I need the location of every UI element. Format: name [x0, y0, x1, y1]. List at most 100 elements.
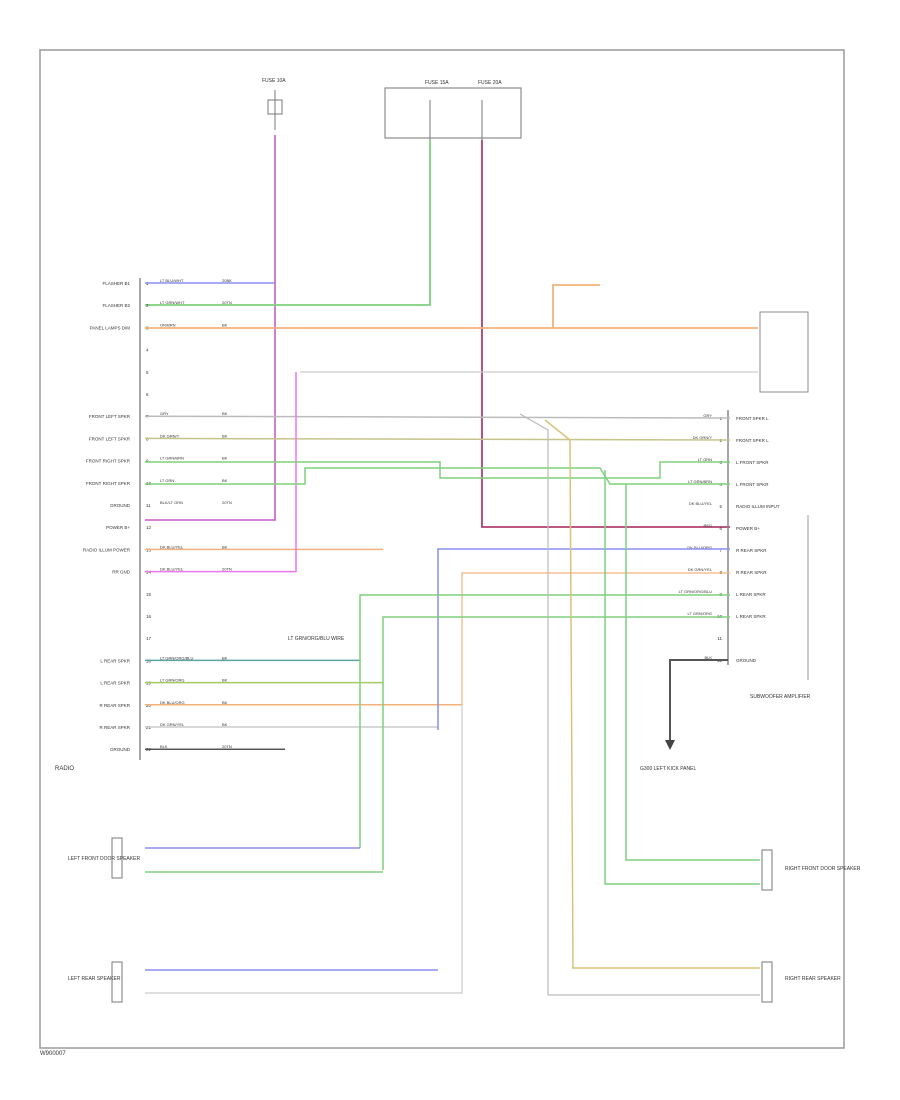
right-front-spkr-label: RIGHT FRONT DOOR SPEAKER — [785, 866, 861, 872]
amp-pin-label: FRONT SPKR L — [736, 438, 769, 443]
ground-arrow — [665, 740, 675, 750]
amp-pin-wire: LT GRN/BRN — [688, 479, 712, 484]
wire-red-feed — [481, 140, 730, 528]
amp-pin-wire: GRY — [703, 413, 712, 418]
left-front-spkr-label: LEFT FRONT DOOR SPEAKER — [68, 856, 140, 862]
wire-green-rf2 — [604, 470, 760, 885]
amp-pin-wire: DK BLU/YEL — [689, 501, 713, 506]
radio-pin-wire: DK BLU/YEL — [160, 567, 184, 572]
radio-pin-wire: BLK/LT GRN — [160, 500, 183, 505]
amp-pin-wire: DK BLU/ORG — [687, 545, 712, 550]
radio-pin-label: PANEL LAMPS DIM — [90, 325, 131, 330]
radio-pin-wire: LT GRN/BRN — [160, 456, 184, 461]
amp-pin-wire: LT GRN — [698, 457, 712, 462]
radio-pin-wire: DK BLU/YEL — [160, 544, 184, 549]
amp-pin-label: L FRONT SPKR — [736, 482, 769, 487]
amp-pin-wire: BLK — [704, 655, 712, 660]
amp-pin-wire: DK GRN/YEL — [688, 567, 713, 572]
wire-ltgrn-cross-a — [145, 461, 730, 479]
radio-pin-gauge: BK — [222, 655, 228, 660]
radio-pin-number: 5 — [146, 370, 149, 375]
wire-green-rf1 — [625, 484, 760, 861]
amp-pin-label: RADIO ILLUM INPUT — [736, 504, 780, 509]
radio-pin-number: 9 — [146, 459, 149, 464]
fuse-block-left: FUSE 10A — [262, 78, 286, 130]
amp-pin-wire: RED — [704, 523, 713, 528]
radio-pin-label: R REAR SPKR — [99, 725, 130, 730]
radio-pin-label: L REAR SPKR — [100, 658, 130, 663]
radio-pin-label: L REAR SPKR — [100, 681, 130, 686]
radio-pin-wire: DK GRN/Y — [160, 433, 180, 438]
wire-black-ground — [669, 659, 728, 745]
splice-note: LT GRN/ORG/BLU WIRE — [288, 636, 345, 642]
radio-pin-gauge: BK — [222, 722, 228, 727]
instrument-cluster-box — [759, 311, 809, 393]
radio-pin-gauge: 20BK — [222, 278, 232, 283]
amp-pin-label: L REAR SPKR — [736, 592, 766, 597]
radio-pin-gauge: 20TN — [222, 500, 232, 505]
radio-pin-number: 12 — [146, 525, 152, 530]
radio-pin-label: FLASHER B1 — [102, 281, 130, 286]
radio-pin-gauge: BK — [222, 678, 228, 683]
cross-wires — [144, 282, 731, 750]
wire-blue-vert — [437, 548, 730, 730]
radio-pin-gauge: BK — [222, 433, 228, 438]
wire-green-vert2 — [382, 616, 730, 870]
radio-pin-number: 17 — [146, 636, 152, 641]
radio-pin-label: FRONT LEFT SPKR — [89, 414, 131, 419]
wire-orange-vert — [461, 572, 730, 705]
right-rear-spkr-label: RIGHT REAR SPEAKER — [785, 976, 841, 982]
radio-pin-number: 16 — [146, 614, 152, 619]
amp-box-label: SUBWOOFER AMPLIFIER — [750, 694, 811, 700]
radio-pin-wire: GRY — [160, 411, 169, 416]
amp-pin-label: GROUND — [736, 658, 757, 663]
amp-pin-wire: DK GRN/Y — [693, 435, 713, 440]
amp-pin-number: 6 — [719, 526, 722, 531]
radio-pin-number: 6 — [146, 392, 149, 397]
radio-pin-label: GROUND — [110, 747, 131, 752]
diagram-frame — [39, 49, 845, 1049]
amp-pin-wire: LT GRN/ORG — [687, 611, 712, 616]
radio-pin-gauge: BK — [222, 544, 228, 549]
radio-pin-gauge: BK — [222, 478, 228, 483]
amp-pin-label: R REAR SPKR — [736, 570, 767, 575]
radio-pin-wire: DK BLU/ORG — [160, 700, 185, 705]
radio-pin-wire: BLK — [160, 744, 168, 749]
radio-pin-label: POWER B+ — [106, 525, 130, 530]
radio-pin-gauge: 20TN — [222, 300, 232, 305]
fuse-left-label: FUSE 10A — [262, 78, 286, 84]
radio-pin-label: FRONT RIGHT SPKR — [86, 481, 131, 486]
amp-pin-label: R REAR SPKR — [736, 548, 767, 553]
radio-pin-gauge: BK — [222, 411, 228, 416]
radio-pin-wire: OR/BRN — [160, 322, 176, 327]
radio-pin-gauge: 20TN — [222, 744, 232, 749]
radio-pin-label: R REAR SPKR — [99, 703, 130, 708]
amp-pin-number: 5 — [719, 504, 722, 509]
radio-pin-label: GROUND — [110, 503, 131, 508]
radio-pin-gauge: BK — [222, 456, 228, 461]
radio-pin-wire: DK GRN/YEL — [160, 722, 185, 727]
radio-pin-wire: LT GRN/ORG/BLU — [160, 655, 194, 660]
speaker-wire — [144, 415, 731, 419]
wire-orange-branch — [552, 284, 600, 328]
wire-gray-rr — [519, 413, 760, 996]
amp-pin-label: L REAR SPKR — [736, 614, 766, 619]
radio-pin-number: 2 — [146, 303, 149, 308]
left-rear-speaker: LEFT REAR SPEAKER — [68, 705, 463, 1003]
ground-note: G300 LEFT KICK PANEL — [640, 766, 696, 772]
radio-pin-wire: LT GRN/ORG — [160, 678, 185, 683]
wire-ltgrn-cross-b — [145, 467, 730, 485]
amp-pin-label: POWER B+ — [736, 526, 760, 531]
radio-pin-label: RR GND — [112, 570, 130, 575]
wire-magenta-feed — [145, 135, 276, 521]
radio-pin-label: FRONT RIGHT SPKR — [86, 459, 131, 464]
speaker-wire — [144, 437, 731, 441]
radio-pin-wire: LT BLU/WHT — [160, 278, 184, 283]
fuse-mid2-label: FUSE 20A — [478, 80, 502, 86]
radio-pin-label: FRONT LEFT SPKR — [89, 436, 131, 441]
radio-pin-gauge: 20TN — [222, 567, 232, 572]
left-rear-spkr-label: LEFT REAR SPEAKER — [68, 976, 121, 982]
